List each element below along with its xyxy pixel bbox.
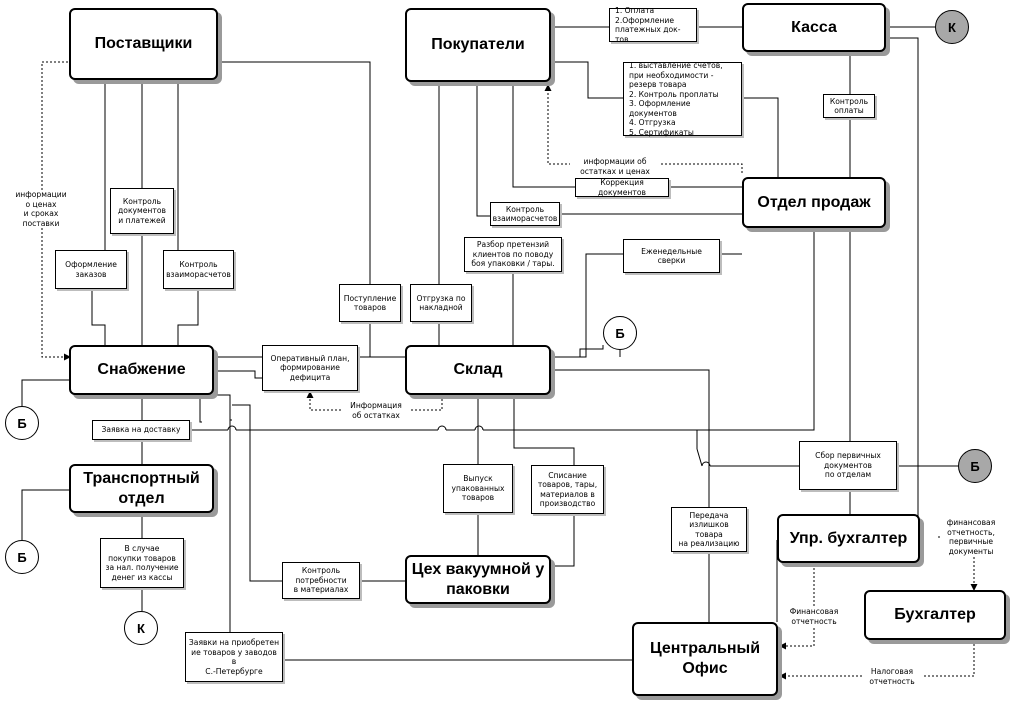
vacuum-packing-shop-box[interactable]: Цех вакуумной у паковки <box>405 555 551 604</box>
transport-department-box[interactable]: Транспортный отдел <box>69 464 214 513</box>
spb-purchase-requests-note: Заявки на приобретен ие товаров у заводо… <box>185 632 283 682</box>
stock-price-info-label: информации об остатках и ценах <box>570 157 660 176</box>
buyers-settlement-control-note: Контроль взаиморасчетов <box>490 202 560 226</box>
spb-purchase-requests-note-text: Заявки на приобретен ие товаров у заводо… <box>188 638 280 676</box>
delivery-request-note-text: Заявка на доставку <box>101 425 181 435</box>
document-payment-control-note: Контроль документов и платежей <box>110 188 174 234</box>
payment-note: 1. Оплата 2.Оформление платежных док-тов <box>609 6 697 44</box>
central-office-box[interactable]: Центральный Офис <box>632 622 778 696</box>
payment-control-note-text: Контроль оплаты <box>829 96 869 116</box>
accountant-box[interactable]: Бухгалтер <box>864 590 1006 640</box>
sales-department-box[interactable]: Отдел продаж <box>742 177 886 228</box>
cashdesk-title: Касса <box>791 18 837 36</box>
connector-b-warehouse-letter: Б <box>615 325 625 341</box>
connector-b-documents-letter: Б <box>970 458 980 474</box>
goods-receipt-note: Поступление товаров <box>339 284 401 322</box>
cash-purchase-note: В случае покупки товаров за нал. получен… <box>100 538 184 588</box>
claims-note: Разбор претензий клиентов по поводу боя … <box>464 237 562 272</box>
payment-note-text: 1. Оплата 2.Оформление платежных док-тов <box>615 6 681 44</box>
connector-b-warehouse: Б <box>603 316 637 350</box>
primary-documents-note-text: Сбор первичных документов по отделам <box>815 451 881 480</box>
surplus-transfer-note: Передача излишков товара на реализацию <box>671 507 747 552</box>
connector-b-transport: Б <box>5 540 39 574</box>
weekly-reconciliation-note-text: Еженедельные сверки <box>641 246 702 266</box>
surplus-transfer-note-text: Передача излишков товара на реализацию <box>678 510 740 549</box>
suppliers-title: Поставщики <box>94 35 193 52</box>
buyers-box[interactable]: Покупатели <box>405 8 551 82</box>
cashdesk-box[interactable]: Касса <box>742 3 886 52</box>
sales-tasks-note: 1. выставление счетов, при необходимости… <box>623 61 742 137</box>
shipment-invoice-note-text: Отгрузка по накладной <box>416 293 466 313</box>
payment-control-note: Контроль оплаты <box>823 94 875 118</box>
document-correction-note: Коррекция документов <box>575 178 669 197</box>
claims-note-text: Разбор претензий клиентов по поводу боя … <box>471 240 555 269</box>
connector-b-transport-letter: Б <box>17 549 27 565</box>
suppliers-settlement-control-note-text: Контроль взаиморасчетов <box>166 260 231 279</box>
cash-purchase-note-text: В случае покупки товаров за нал. получен… <box>105 544 179 582</box>
document-payment-control-note-text: Контроль документов и платежей <box>118 196 166 225</box>
order-placement-note-text: Оформление заказов <box>65 260 117 279</box>
connector-k-cashdesk-letter: К <box>948 19 956 35</box>
shipment-invoice-note: Отгрузка по накладной <box>410 284 472 322</box>
supply-box[interactable]: Снабжение <box>69 345 214 395</box>
write-off-note: Списание товаров, тары, материалов в про… <box>531 465 604 514</box>
financial-reporting-label: Финансовая отчетность <box>785 607 843 626</box>
warehouse-box[interactable]: Склад <box>405 345 551 395</box>
chief-accountant-title: Упр. бухгалтер <box>789 529 908 547</box>
goods-receipt-note-text: Поступление товаров <box>343 293 397 313</box>
financial-reporting-primary-docs-label: финансовая отчетность, первичные докумен… <box>940 518 1002 556</box>
transport-department-title: Транспортный отдел <box>83 469 200 507</box>
weekly-reconciliation-note: Еженедельные сверки <box>623 239 720 273</box>
warehouse-title: Склад <box>453 361 503 378</box>
vacuum-packing-shop-title: Цех вакуумной у паковки <box>411 560 545 598</box>
connector-k-transport-letter: К <box>137 620 145 636</box>
sales-department-title: Отдел продаж <box>757 193 871 211</box>
operational-plan-note: Оперативный план, формирование дефицита <box>262 345 358 391</box>
primary-documents-note: Сбор первичных документов по отделам <box>799 441 897 490</box>
connector-b-supply-letter: Б <box>17 415 27 431</box>
delivery-request-note: Заявка на доставку <box>92 420 190 440</box>
chief-accountant-box[interactable]: Упр. бухгалтер <box>777 514 920 563</box>
order-placement-note: Оформление заказов <box>55 250 127 289</box>
supply-title: Снабжение <box>97 361 186 378</box>
operational-plan-note-text: Оперативный план, формирование дефицита <box>270 353 350 382</box>
sales-tasks-note-text: 1. выставление счетов, при необходимости… <box>629 61 723 137</box>
connector-k-transport: К <box>124 611 158 645</box>
stock-info-label: Информация об остатках <box>342 401 410 420</box>
packed-goods-release-note-text: Выпуск упакованных товаров <box>451 474 505 503</box>
buyers-settlement-control-note-text: Контроль взаиморасчетов <box>492 204 558 224</box>
supplier-info-label: информации о ценах и сроках поставки <box>12 190 70 228</box>
material-needs-note-text: Контроль потребности в материалах <box>293 566 349 595</box>
write-off-note-text: Списание товаров, тары, материалов в про… <box>537 470 598 509</box>
tax-reporting-label: Налоговая отчетность <box>862 667 922 686</box>
material-needs-note: Контроль потребности в материалах <box>282 562 360 599</box>
packed-goods-release-note: Выпуск упакованных товаров <box>443 464 513 513</box>
central-office-title: Центральный Офис <box>649 640 761 677</box>
document-correction-note-text: Коррекция документов <box>598 178 646 197</box>
accountant-title: Бухгалтер <box>894 606 976 623</box>
connector-b-documents: Б <box>958 449 992 483</box>
connector-b-supply: Б <box>5 406 39 440</box>
connector-k-cashdesk: К <box>935 10 969 44</box>
suppliers-box[interactable]: Поставщики <box>69 8 218 80</box>
suppliers-settlement-control-note: Контроль взаиморасчетов <box>163 250 234 289</box>
buyers-title: Покупатели <box>431 36 525 53</box>
